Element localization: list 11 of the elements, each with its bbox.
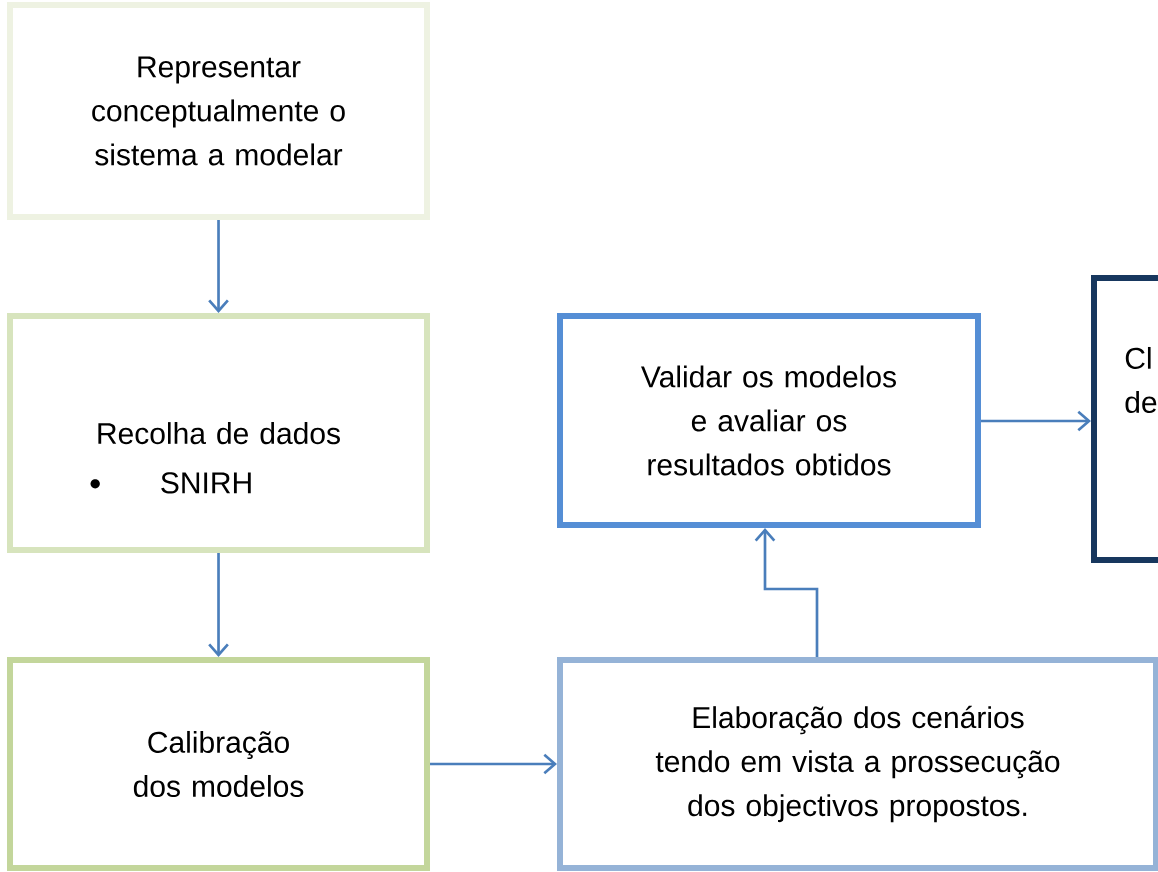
process-box: Representar conceptualmente o sistema a modelar [7, 2, 430, 220]
arrow [208, 553, 229, 657]
arrow [754, 528, 819, 657]
process-box: Cl de [1091, 275, 1158, 563]
arrow [208, 220, 229, 313]
process-box: Recolha de dados SNIRH [7, 313, 430, 553]
arrow [981, 410, 1091, 432]
arrow [430, 753, 557, 775]
process-box: Calibração dos modelos [7, 657, 430, 871]
process-box: Elaboração dos cenários tendo em vista a prossecução dos objectivos propostos. [557, 657, 1158, 871]
process-box: Validar os modelos e avaliar os resultados obtidos [557, 313, 981, 528]
